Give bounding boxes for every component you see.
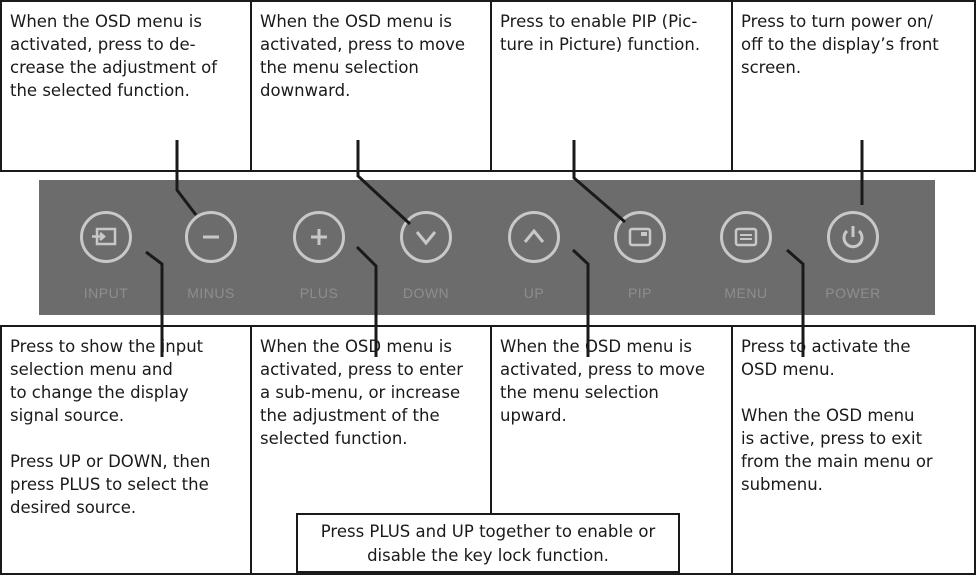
power-button[interactable]	[827, 211, 879, 263]
leader-minus	[175, 140, 198, 216]
callout-pip: Press to enable PIP (Pic- ture in Pictur…	[490, 0, 733, 172]
input-label: INPUT	[83, 285, 129, 301]
callout-power-text: Press to turn power on/ off to the displ…	[741, 12, 939, 77]
callout-input-text: Press to show the input selection menu a…	[10, 337, 204, 425]
minus-button[interactable]	[185, 211, 237, 263]
callout-power: Press to turn power on/ off to the displ…	[731, 0, 976, 172]
leader-input	[145, 250, 164, 357]
plus-button[interactable]	[293, 211, 345, 263]
menu-icon	[734, 227, 758, 247]
input-icon	[92, 227, 117, 246]
chevron-up-icon	[523, 228, 545, 243]
key-lock-note: Press PLUS and UP together to enable or …	[296, 513, 680, 573]
plus-icon	[311, 229, 327, 245]
menu-button[interactable]	[720, 211, 772, 263]
pip-button[interactable]	[614, 211, 666, 263]
up-button[interactable]	[508, 211, 560, 263]
callout-up-text: When the OSD menu is activated, press to…	[500, 337, 706, 425]
pip-label: PIP	[627, 285, 653, 301]
callout-menu-text: Press to activate the OSD menu.	[741, 337, 911, 379]
up-label: UP	[523, 285, 545, 301]
callout-pip-text: Press to enable PIP (Pic- ture in Pictur…	[500, 12, 701, 54]
pip-icon	[628, 227, 652, 247]
callout-input-text2: Press UP or DOWN, then press PLUS to sel…	[10, 452, 211, 517]
down-label: DOWN	[402, 285, 450, 301]
callout-menu-text2: When the OSD menu is active, press to ex…	[741, 406, 933, 494]
callout-plus-text: When the OSD menu is activated, press to…	[260, 337, 464, 448]
input-button[interactable]	[80, 211, 132, 263]
callout-input: Press to show the input selection menu a…	[0, 325, 252, 575]
leader-down	[356, 140, 412, 226]
leader-plus	[355, 245, 378, 357]
down-button[interactable]	[400, 211, 452, 263]
key-lock-note-text: Press PLUS and UP together to enable or …	[320, 522, 656, 565]
callout-menu: Press to activate the OSD menu. When the…	[731, 325, 976, 575]
callout-minus: When the OSD menu is activated, press to…	[0, 0, 252, 172]
leader-menu	[786, 248, 805, 357]
callout-down-text: When the OSD menu is activated, press to…	[260, 12, 466, 100]
menu-label: MENU	[724, 285, 768, 301]
leader-pip	[572, 140, 626, 224]
power-icon	[842, 226, 864, 249]
plus-label: PLUS	[299, 285, 339, 301]
callout-down: When the OSD menu is activated, press to…	[250, 0, 492, 172]
minus-label: MINUS	[187, 285, 235, 301]
chevron-down-icon	[415, 231, 437, 246]
leader-up	[571, 248, 590, 357]
minus-icon	[203, 235, 219, 239]
power-label: POWER	[825, 285, 881, 301]
callout-minus-text: When the OSD menu is activated, press to…	[10, 12, 218, 100]
